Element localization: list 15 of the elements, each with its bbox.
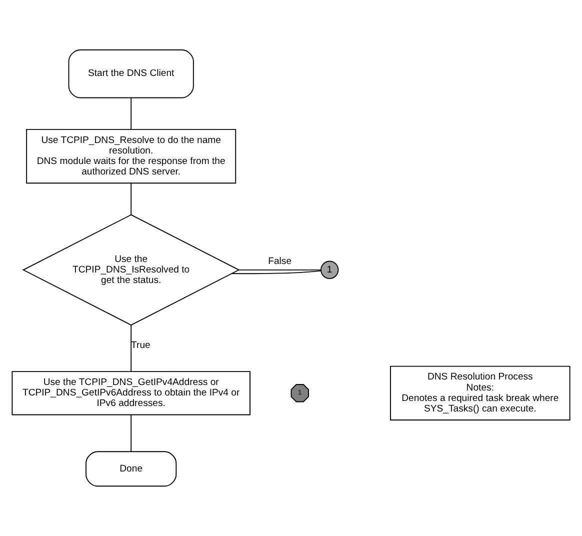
connector xyxy=(130,414,132,452)
edge-label: True xyxy=(131,340,150,352)
node-diamond: Use the TCPIP_DNS_IsResolved to get the status. xyxy=(22,214,240,326)
node-box: Done xyxy=(86,451,177,487)
node-box: DNS Resolution Process Notes: Denotes a required task break where SYS_Tasks() can execute. xyxy=(390,366,570,420)
node-box: Start the DNS Client xyxy=(68,49,194,98)
node-circle: 1 xyxy=(320,260,339,280)
node-box: Use TCPIP_DNS_Resolve to do the name resolution. DNS module waits for the response from the authorized DNS server. xyxy=(26,128,236,184)
connector xyxy=(130,182,132,215)
connector xyxy=(238,269,322,270)
connector xyxy=(130,98,132,130)
node-box: Use the TCPIP_DNS_GetIPv4Address or TCPIP_DNS_GetIPv6Address to obtain the IPv4 or IPv6 addresses. xyxy=(12,371,250,416)
connector xyxy=(232,270,322,274)
connector xyxy=(130,324,132,372)
edge-label: False xyxy=(268,256,292,268)
